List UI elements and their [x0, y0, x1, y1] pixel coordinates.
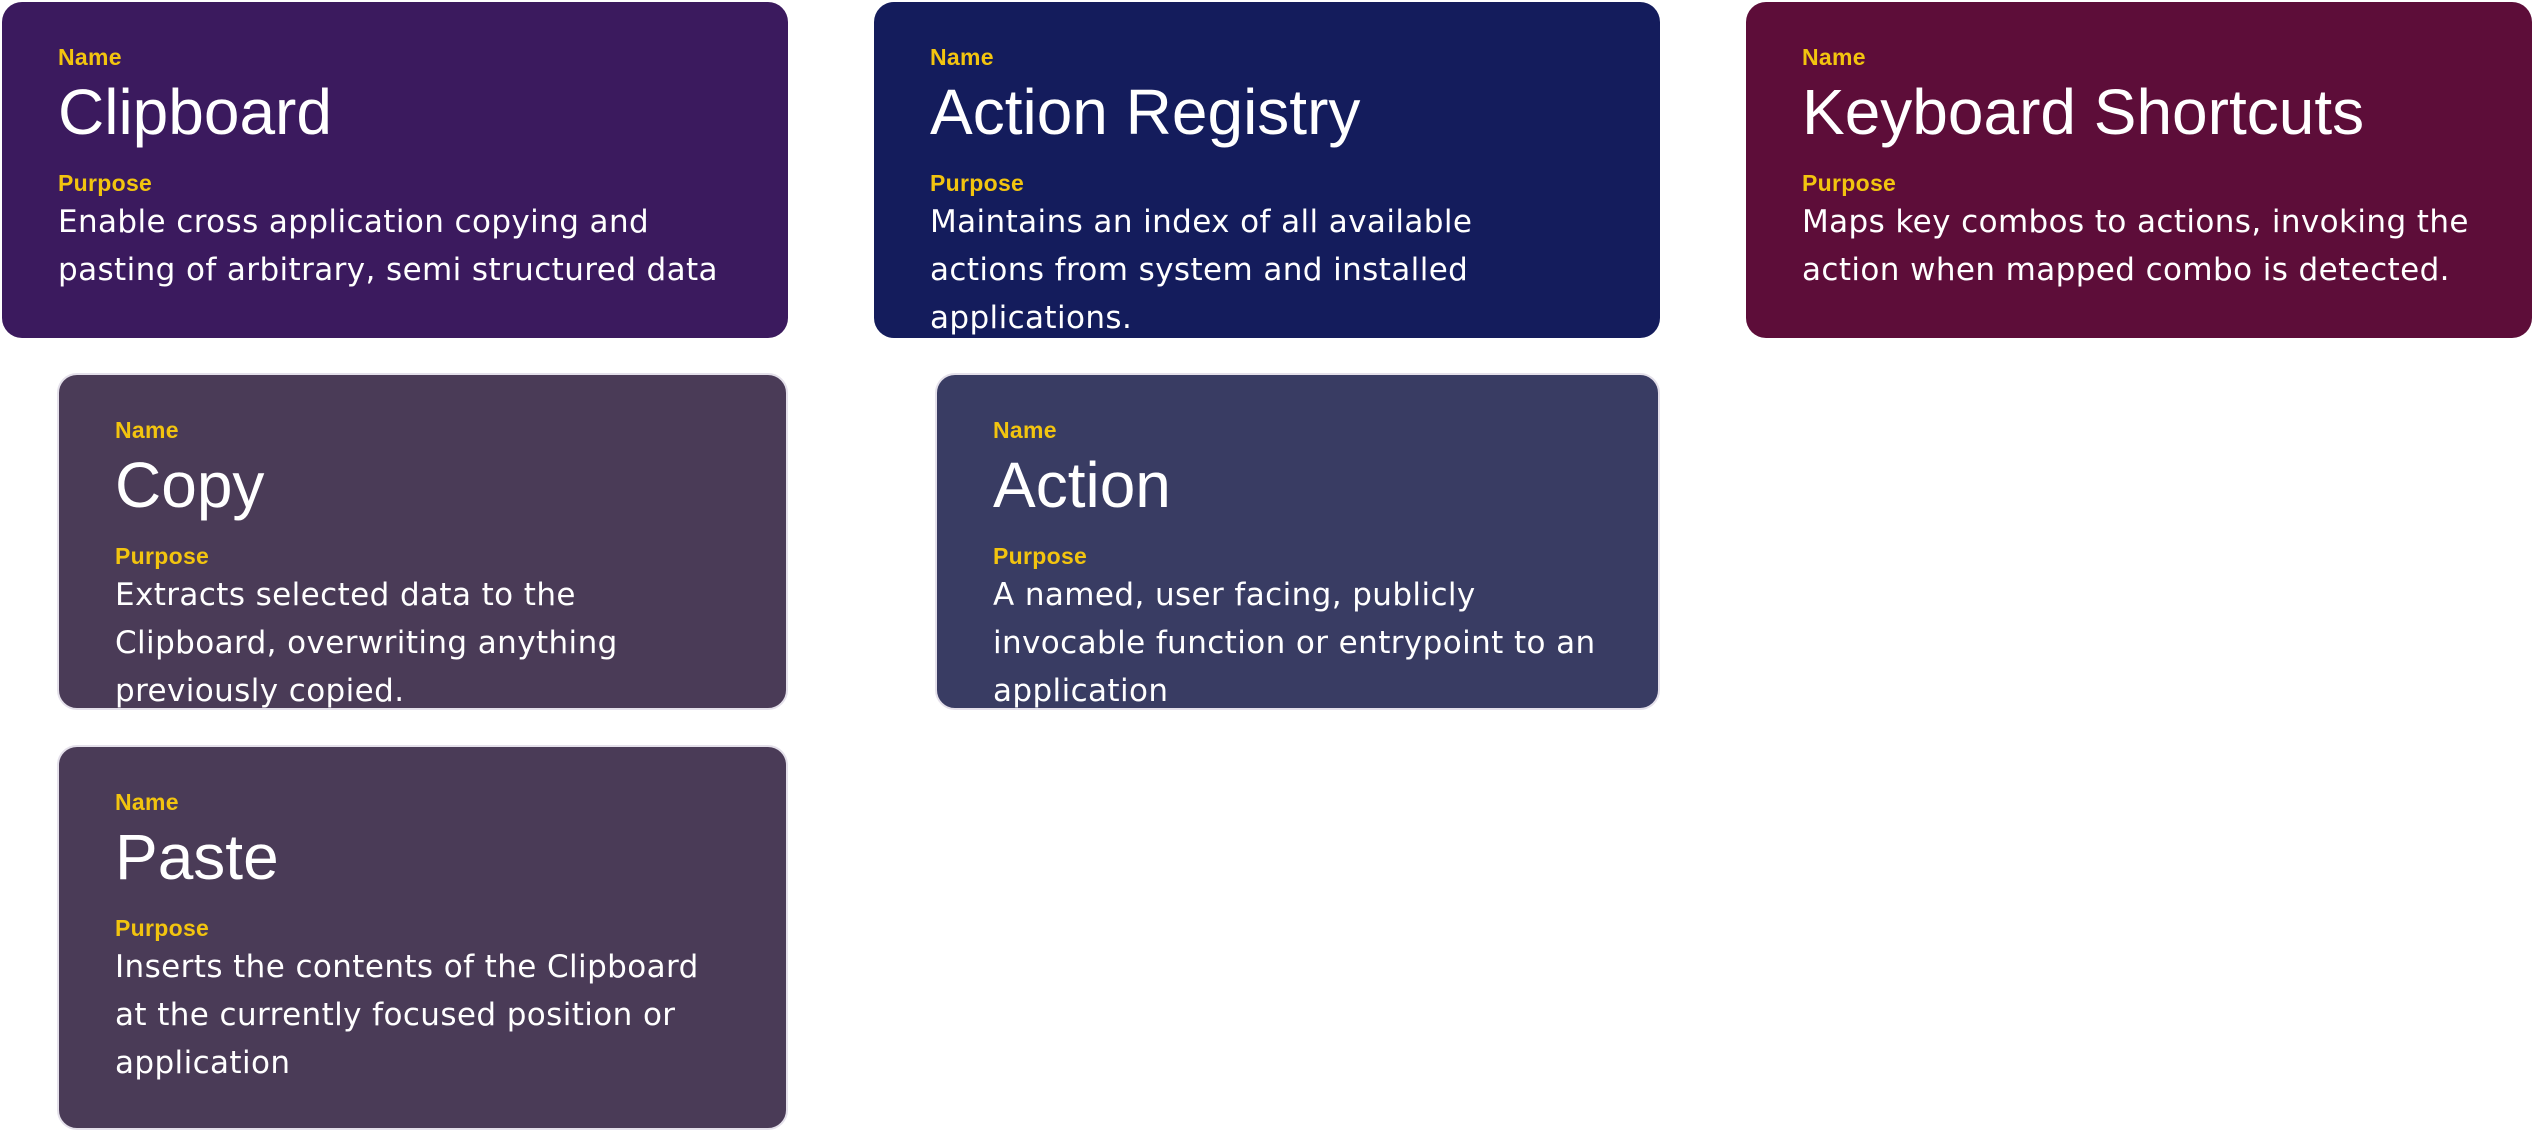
card-purpose: Maps key combos to actions, invoking the… — [1802, 204, 2469, 288]
card-purpose: A named, user facing, publicly invocable… — [993, 577, 1596, 709]
card-purpose: Maintains an index of all available acti… — [930, 204, 1473, 336]
purpose-label: Purpose — [993, 543, 1088, 569]
card-purpose: Extracts selected data to the Clipboard,… — [115, 577, 618, 709]
card-title: Paste — [115, 821, 279, 893]
card-purpose: Inserts the contents of the Clipboard at… — [115, 949, 699, 1081]
purpose-label: Purpose — [115, 543, 210, 569]
card-action-registry: Name Action Registry Purpose Maintains a… — [874, 2, 1660, 338]
purpose-label: Purpose — [1802, 170, 1897, 196]
card-title: Keyboard Shortcuts — [1802, 76, 2365, 148]
name-label: Name — [58, 44, 122, 70]
name-label: Name — [1802, 44, 1866, 70]
card-purpose: Enable cross application copying and pas… — [58, 204, 718, 288]
card-action: Name Action Purpose A named, user facing… — [935, 373, 1660, 710]
name-label: Name — [930, 44, 994, 70]
card-copy: Name Copy Purpose Extracts selected data… — [57, 373, 788, 710]
purpose-label: Purpose — [115, 915, 210, 941]
card-keyboard-shortcuts: Name Keyboard Shortcuts Purpose Maps key… — [1746, 2, 2532, 338]
card-title: Action Registry — [930, 76, 1361, 148]
card-clipboard: Name Clipboard Purpose Enable cross appl… — [2, 2, 788, 338]
card-title: Action — [993, 449, 1171, 521]
name-label: Name — [115, 417, 179, 443]
card-paste: Name Paste Purpose Inserts the contents … — [57, 745, 788, 1130]
name-label: Name — [115, 789, 179, 815]
card-title: Copy — [115, 449, 265, 521]
card-title: Clipboard — [58, 76, 332, 148]
purpose-label: Purpose — [58, 170, 153, 196]
name-label: Name — [993, 417, 1057, 443]
purpose-label: Purpose — [930, 170, 1025, 196]
